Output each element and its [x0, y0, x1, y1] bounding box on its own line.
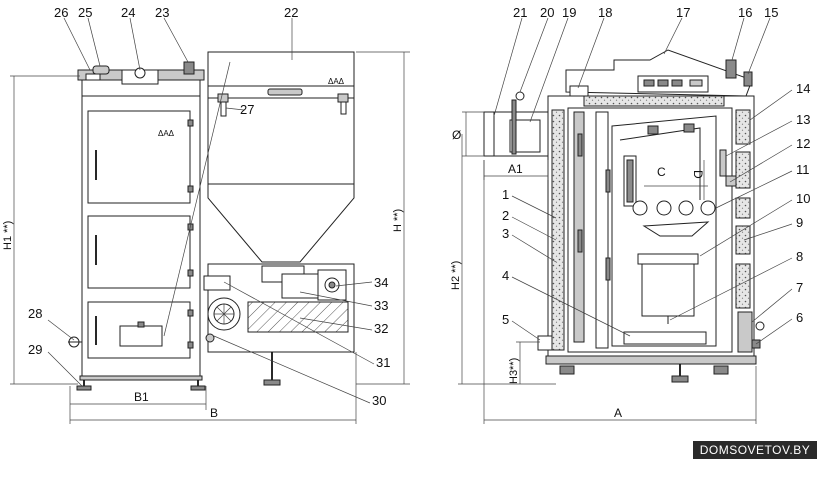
callout-11: 11 [796, 162, 810, 177]
fuel-hopper: ΔΑΔ [203, 51, 355, 386]
callout-34: 34 [374, 275, 388, 290]
hopper-handle [267, 88, 303, 96]
thermometer-13 [719, 149, 727, 177]
auger-screw [247, 301, 349, 333]
callout-29: 29 [28, 342, 42, 357]
dim-b1: B1 [134, 390, 149, 404]
callout-26: 26 [54, 5, 68, 20]
baffle-plate-2 [595, 111, 609, 349]
ash-pan [641, 263, 695, 317]
callout-17: 17 [676, 5, 690, 20]
water-jacket [567, 107, 733, 353]
left-callouts: 26 25 24 23 22 27 28 29 30 31 32 33 34 [28, 5, 390, 408]
callout-7: 7 [796, 280, 803, 295]
callout-24: 24 [121, 5, 135, 20]
callout-21: 21 [513, 5, 527, 20]
dim-h: H **) [392, 209, 404, 232]
callout-3: 3 [502, 226, 509, 241]
watermark-badge: DOMSOVETOV.BY [693, 441, 817, 459]
callout-32: 32 [374, 321, 388, 336]
callout-33: 33 [374, 298, 388, 313]
callout-16: 16 [738, 5, 752, 20]
callout-13: 13 [796, 112, 810, 127]
callout-6: 6 [796, 310, 803, 325]
leveling-foot [76, 385, 92, 391]
right-callouts: 21 20 19 18 17 16 15 14 13 12 11 10 9 8 … [493, 5, 810, 345]
callout-14: 14 [796, 81, 810, 96]
hopper-lid [207, 51, 355, 87]
hopper-funnel [207, 183, 355, 263]
left-dimensions: H1 **) H **) B1 B [2, 51, 410, 424]
callout-25: 25 [78, 5, 92, 20]
dim-a: A [614, 406, 622, 420]
section-foot [671, 375, 689, 383]
callout-23: 23 [155, 5, 169, 20]
thermostat-16 [725, 59, 737, 79]
insulation-right [735, 109, 751, 145]
ash-drawer [623, 331, 707, 345]
callout-31: 31 [376, 355, 390, 370]
dim-h3: H3**) [508, 358, 520, 384]
hopper-logo: ΔΑΔ [328, 77, 345, 86]
leveling-foot [190, 385, 206, 391]
callout-19: 19 [562, 5, 576, 20]
tube-port [632, 200, 648, 216]
callout-30: 30 [372, 393, 386, 408]
gauge-18 [569, 85, 589, 97]
baffle-plate-1 [573, 111, 585, 343]
control-26 [85, 73, 101, 81]
dim-a1: A1 [508, 162, 523, 176]
fitting-7 [737, 311, 753, 353]
air-damper [119, 325, 163, 347]
hopper-foot [263, 379, 281, 386]
callout-15: 15 [764, 5, 778, 20]
dim-c: C [657, 165, 666, 179]
drain-port [537, 335, 553, 351]
dim-b: B [210, 406, 218, 420]
control-25 [92, 65, 110, 75]
callout-5: 5 [502, 312, 509, 327]
upper-door [87, 110, 191, 204]
callout-2: 2 [502, 208, 509, 223]
callout-12: 12 [796, 136, 810, 151]
deflector [642, 221, 710, 237]
callout-18: 18 [598, 5, 612, 20]
callout-8: 8 [796, 249, 803, 264]
tube-port [656, 200, 672, 216]
callout-10: 10 [796, 191, 810, 206]
valve-23 [183, 61, 195, 75]
callout-20: 20 [540, 5, 554, 20]
tube-port [700, 200, 716, 216]
callout-28: 28 [28, 306, 42, 321]
hopper-body [207, 97, 355, 185]
tube-port [678, 200, 694, 216]
draft-lever-20 [511, 99, 517, 155]
front-view: ΔΑΔ [68, 61, 206, 391]
section-view: C D Ø [452, 49, 765, 383]
right-dimensions: A1 H2 **) H3**) A [450, 134, 757, 424]
insulation-left [551, 109, 565, 351]
fitting-15 [743, 71, 753, 87]
inspection-port [203, 275, 231, 291]
callout-22: 22 [284, 5, 298, 20]
callout-9: 9 [796, 215, 803, 230]
insulation-top [583, 95, 725, 107]
dim-d: D [691, 170, 705, 179]
section-base [545, 355, 757, 365]
brand-logo: ΔΑΔ [158, 129, 175, 138]
callout-1: 1 [502, 187, 509, 202]
combustion-chamber [611, 115, 717, 347]
dim-h1: H1 **) [2, 221, 14, 250]
dim-h2: H2 **) [450, 261, 462, 290]
level-sensor [220, 101, 227, 117]
callout-4: 4 [502, 268, 509, 283]
middle-door [87, 215, 191, 289]
callout-27: 27 [240, 102, 254, 117]
dim-diameter: Ø [452, 128, 461, 142]
